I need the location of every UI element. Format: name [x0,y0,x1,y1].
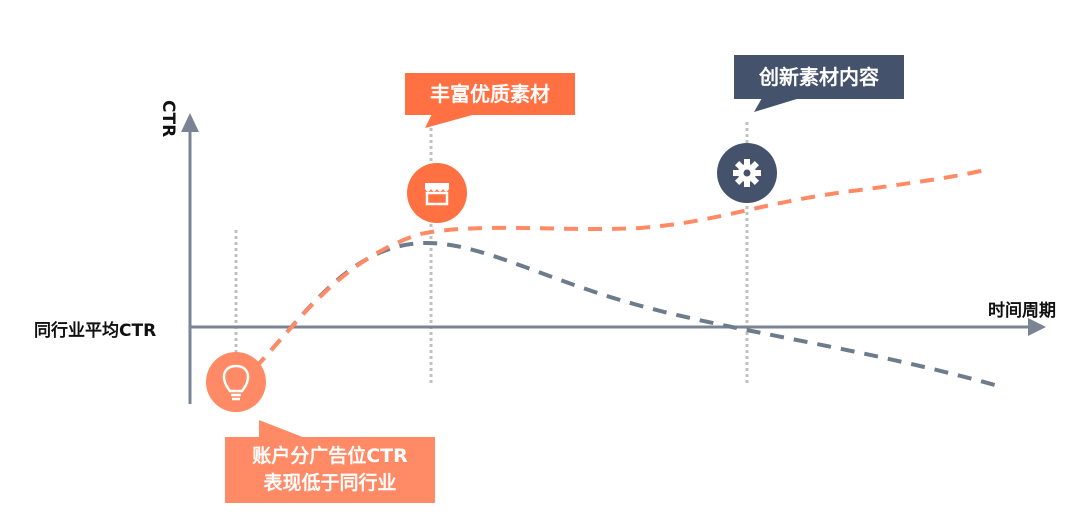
optimized-trend-curve [253,168,986,370]
y-axis-label: CTR [158,100,178,138]
callout-rich-materials: 丰富优质素材 [405,73,575,115]
callout-low-ctr-line-2: 表现低于同行业 [263,472,397,494]
callout-rich-materials-text: 丰富优质素材 [430,82,550,106]
callout-low-ctr-line-1: 账户分广告位CTR [252,445,408,467]
gear-icon [733,159,761,187]
callout-2-tail [754,98,800,112]
milestone-2 [407,163,467,223]
x-axis-label: 时间周期 [988,301,1056,321]
y-axis-arrow-icon [181,113,199,132]
milestone-3 [717,143,777,203]
callout-1-tail [425,114,476,128]
baseline-label: 同行业平均CTR [34,321,157,341]
callout-low-ctr: 账户分广告位CTR 表现低于同行业 [225,437,435,503]
lightbulb-icon [222,364,250,401]
unoptimized-trend-curve [253,241,996,387]
callout-3-tail [259,420,305,438]
callout-innovative-content-text: 创新素材内容 [759,65,879,89]
callout-innovative-content: 创新素材内容 [734,55,904,99]
x-axis-arrow-icon [1028,318,1046,336]
store-icon [425,183,449,206]
milestone-1 [206,352,266,412]
